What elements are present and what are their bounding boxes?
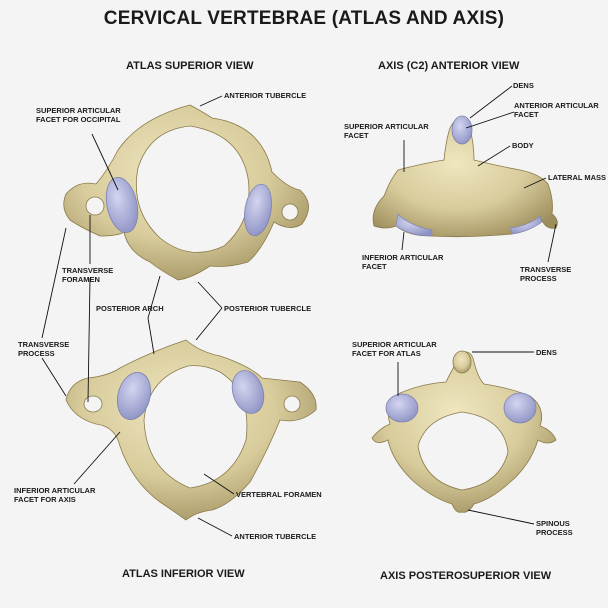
label-vertebral-foramen: VERTEBRAL FORAMEN [236,490,322,499]
label-spinous-process: SPINOUS PROCESS [536,519,608,537]
label-anterior-articular-facet: ANTERIOR ARTICULAR FACET [514,101,599,119]
label-anterior-tubercle-bottom: ANTERIOR TUBERCLE [234,532,316,541]
figure-title: CERVICAL VERTEBRAE (ATLAS AND AXIS) [0,8,608,30]
view-title-axis-anterior: AXIS (C2) ANTERIOR VIEW [378,60,519,72]
view-title-atlas-superior: ATLAS SUPERIOR VIEW [126,60,254,72]
label-posterior-tubercle: POSTERIOR TUBERCLE [224,304,311,313]
label-posterior-arch: POSTERIOR ARCH [96,304,164,313]
label-dens-bottom: DENS [536,348,557,357]
label-anterior-tubercle-top: ANTERIOR TUBERCLE [224,91,306,100]
label-inferior-articular-facet: INFERIOR ARTICULAR FACET [362,253,443,271]
label-lateral-mass: LATERAL MASS [548,173,606,182]
view-title-atlas-inferior: ATLAS INFERIOR VIEW [122,568,245,580]
label-superior-facet-atlas: SUPERIOR ARTICULAR FACET FOR ATLAS [352,340,437,358]
label-superior-articular-facet: SUPERIOR ARTICULAR FACET [344,122,429,140]
label-dens-top: DENS [513,81,534,90]
label-transverse-process-left: TRANSVERSE PROCESS [18,340,69,358]
view-title-axis-posterosuperior: AXIS POSTEROSUPERIOR VIEW [380,570,551,582]
label-transverse-process-right: TRANSVERSE PROCESS [520,265,608,283]
label-superior-facet-occipital: SUPERIOR ARTICULAR FACET FOR OCCIPITAL [36,106,121,124]
label-body: BODY [512,141,534,150]
atlas-superior-bone [64,105,309,280]
axis-posterosuperior-bone [372,351,556,512]
label-inferior-facet-axis: INFERIOR ARTICULAR FACET FOR AXIS [14,486,95,504]
label-transverse-foramen: TRANSVERSE FORAMEN [62,266,113,284]
